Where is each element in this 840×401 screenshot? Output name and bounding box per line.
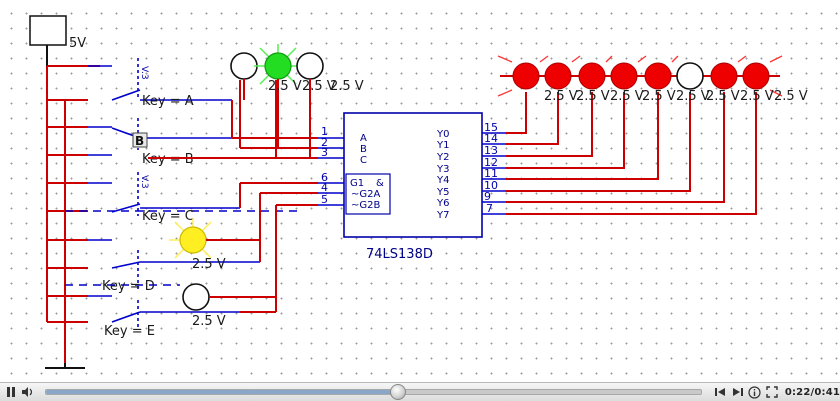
enable-probe-2[interactable] bbox=[182, 283, 210, 311]
input-probe-1[interactable] bbox=[230, 52, 258, 80]
chip-input-a: A bbox=[360, 133, 367, 144]
input-probe-3-value: 2.5 V bbox=[330, 79, 364, 94]
pin-10: 10 bbox=[484, 179, 498, 192]
output-probe-2-value: 2.5 V bbox=[576, 89, 610, 104]
input-probe-2[interactable] bbox=[254, 44, 302, 85]
switch-e[interactable] bbox=[88, 295, 240, 330]
media-player-bar: 0:22/0:41 bbox=[0, 382, 840, 401]
switch-c-label: Key = C bbox=[142, 209, 194, 224]
enable-probe-2-value: 2.5 V bbox=[192, 314, 226, 329]
switch-d[interactable] bbox=[88, 239, 260, 290]
output-probe-8-value: 2.5 V bbox=[774, 89, 808, 104]
switch-c[interactable] bbox=[88, 172, 240, 216]
switch-b[interactable] bbox=[88, 118, 232, 156]
chip-input-b: B bbox=[360, 144, 367, 155]
cursor-highlight bbox=[132, 132, 148, 148]
chip-output-y2: Y2 bbox=[436, 152, 449, 163]
pin-15: 15 bbox=[484, 121, 498, 134]
fullscreen-icon[interactable] bbox=[766, 385, 779, 399]
output-probe-7-value: 2.5 V bbox=[740, 89, 774, 104]
skip-back-icon[interactable] bbox=[714, 385, 727, 399]
output-probe-8[interactable] bbox=[742, 62, 770, 90]
pin-4: 4 bbox=[321, 181, 328, 194]
input-wires bbox=[148, 80, 318, 313]
switch-a[interactable] bbox=[88, 58, 232, 128]
time-readout: 0:22/0:41 bbox=[784, 386, 840, 398]
chip-output-y5: Y5 bbox=[436, 187, 449, 198]
output-probe-2[interactable] bbox=[544, 62, 572, 90]
skip-forward-icon[interactable] bbox=[731, 385, 744, 399]
output-probe-7[interactable] bbox=[710, 62, 738, 90]
switch-e-label: Key = E bbox=[104, 324, 155, 339]
chip-output-y1: Y1 bbox=[436, 140, 449, 151]
pin-11: 11 bbox=[484, 167, 498, 180]
output-probe-5-value: 2.5 V bbox=[676, 89, 710, 104]
switch-a-mark: V.3 bbox=[139, 66, 149, 80]
circuit-diagram: 5V bbox=[29, 15, 808, 369]
voltage-source[interactable] bbox=[29, 15, 67, 46]
enable-probe-1-value: 2.5 V bbox=[192, 257, 226, 272]
output-probe-1-value: 2.5 V bbox=[544, 89, 578, 104]
schematic-canvas[interactable]: 5V bbox=[0, 0, 840, 382]
output-probe-4-value: 2.5 V bbox=[642, 89, 676, 104]
pin-1: 1 bbox=[321, 125, 328, 138]
output-probe-3-value: 2.5 V bbox=[610, 89, 644, 104]
output-probe-3[interactable] bbox=[578, 62, 606, 90]
chip-output-y0: Y0 bbox=[436, 129, 449, 140]
chip-output-y7: Y7 bbox=[436, 210, 449, 221]
chip-enable-g1: G1 bbox=[350, 178, 364, 189]
pin-7: 7 bbox=[486, 202, 493, 215]
input-probe-1-value: 2.5 V bbox=[268, 79, 302, 94]
info-icon[interactable] bbox=[748, 385, 761, 399]
pin-2: 2 bbox=[321, 136, 328, 149]
pin-12: 12 bbox=[484, 156, 498, 169]
chip-input-c: C bbox=[360, 155, 367, 166]
switch-d-label: Key = D bbox=[102, 279, 155, 294]
switch-a-label: Key = A bbox=[142, 94, 194, 109]
seek-progress bbox=[46, 390, 398, 394]
output-probe-rays bbox=[497, 55, 783, 97]
output-wires bbox=[506, 92, 757, 215]
supply-rail bbox=[46, 65, 100, 363]
output-probe-4[interactable] bbox=[610, 62, 638, 90]
chip-name: 74LS138D bbox=[366, 247, 433, 262]
play-pause-icon[interactable] bbox=[4, 385, 17, 399]
chip-enable-g2a: ~G2A bbox=[351, 189, 380, 200]
chip-output-y6: Y6 bbox=[436, 198, 449, 209]
pin-9: 9 bbox=[484, 190, 491, 203]
switch-c-mark: V.3 bbox=[139, 175, 149, 189]
chip-output-y4: Y4 bbox=[436, 175, 449, 186]
switch-b-label: Key = B bbox=[142, 152, 194, 167]
seek-thumb[interactable] bbox=[390, 384, 407, 400]
volume-icon[interactable] bbox=[21, 385, 35, 399]
output-probe-5[interactable] bbox=[644, 62, 672, 90]
ground-symbol bbox=[45, 363, 85, 369]
chip-and-symbol: & bbox=[376, 178, 384, 189]
supply-label: 5V bbox=[69, 36, 86, 51]
input-probe-2-value: 2.5 V bbox=[302, 79, 336, 94]
output-probe-1[interactable] bbox=[512, 62, 540, 90]
cursor-mark: B bbox=[135, 134, 144, 148]
chip-output-y3: Y3 bbox=[436, 164, 449, 175]
seek-bar[interactable] bbox=[45, 384, 702, 400]
pin-13: 13 bbox=[484, 144, 498, 157]
chip-enable-g2b: ~G2B bbox=[351, 200, 380, 211]
output-probe-6-value: 2.5 V bbox=[706, 89, 740, 104]
pin-3: 3 bbox=[321, 146, 328, 159]
input-probe-3[interactable] bbox=[296, 52, 324, 80]
output-probe-6[interactable] bbox=[676, 62, 704, 90]
pin-14: 14 bbox=[484, 132, 498, 145]
pin-5: 5 bbox=[321, 193, 328, 206]
enable-probe-1[interactable] bbox=[169, 218, 217, 259]
decoder-chip[interactable]: A B C G1 & ~G2A ~G2B Y0 Y1 Y2 Y3 Y4 Y5 Y… bbox=[343, 112, 483, 262]
pin-6: 6 bbox=[321, 171, 328, 184]
